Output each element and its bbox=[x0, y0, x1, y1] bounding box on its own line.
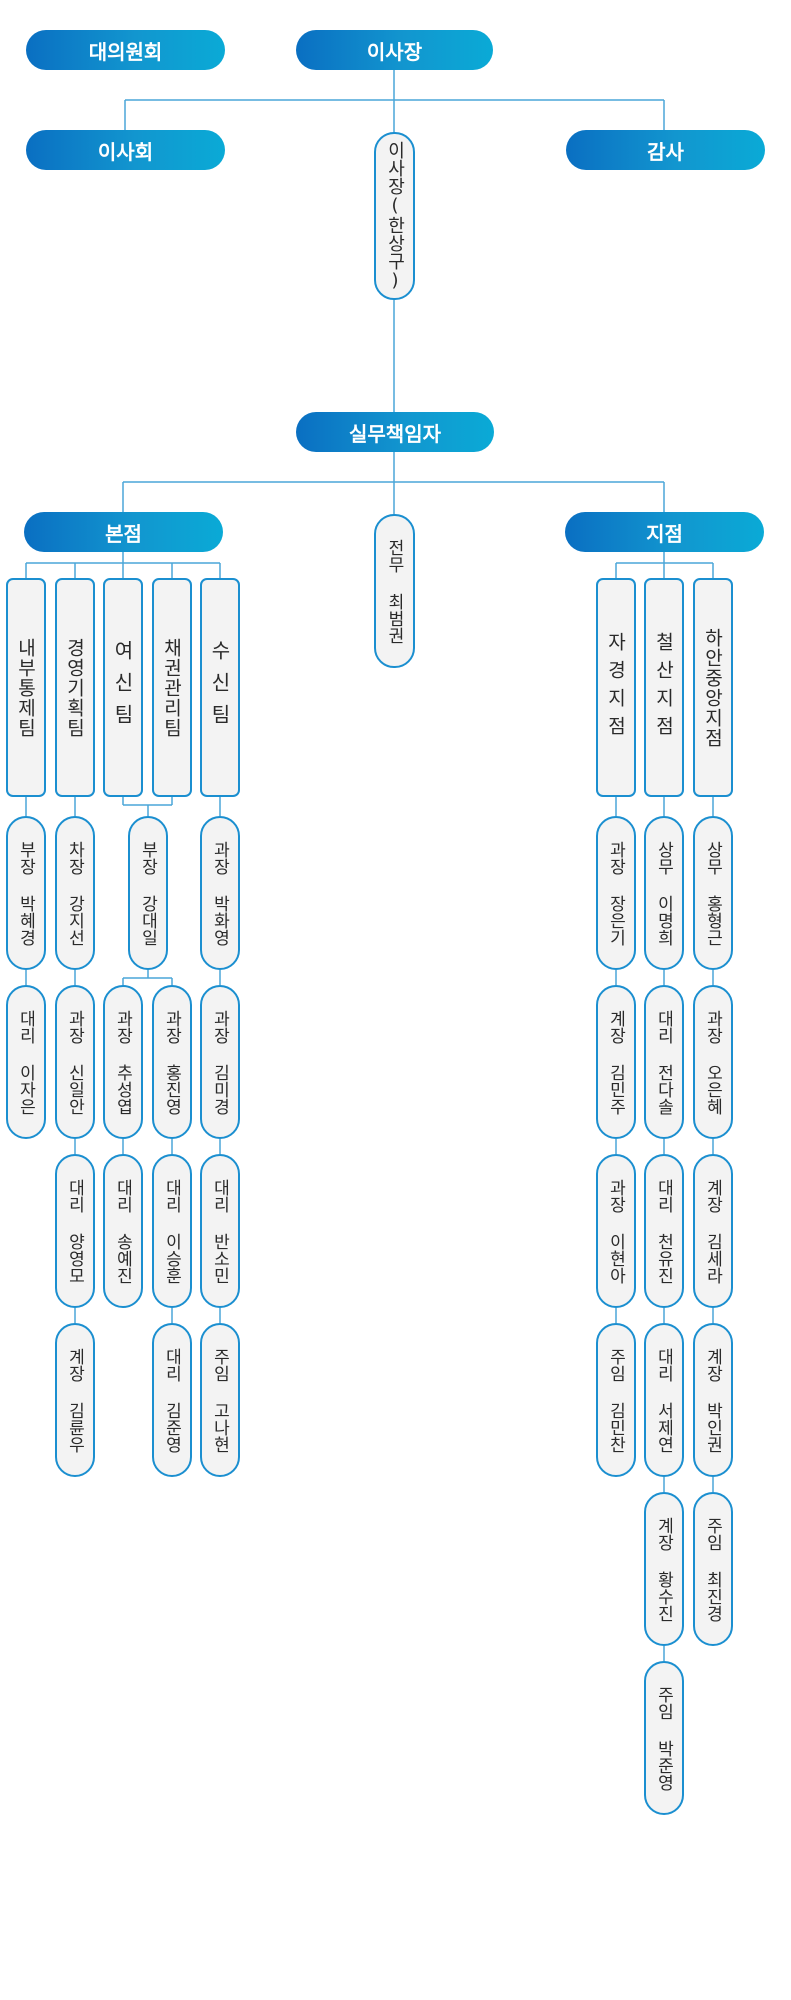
staff-box: 과장 추성엽 bbox=[103, 985, 143, 1139]
staff-name: 계장 김민주 bbox=[605, 1009, 626, 1115]
staff-name: 계장 박인권 bbox=[702, 1347, 723, 1453]
chair-person-node: 이사장(한상구) bbox=[374, 132, 415, 300]
staff-box: 계장 박인권 bbox=[693, 1323, 733, 1477]
staff-name: 과장 김미경 bbox=[209, 1009, 230, 1115]
director-node: 전무 최범권 bbox=[374, 514, 415, 668]
branch-haan: 하안중앙지점 bbox=[693, 578, 733, 797]
team-credit-label: 여신팀 bbox=[110, 639, 135, 736]
staff-box: 대리 양영모 bbox=[55, 1154, 95, 1308]
branch-cheolsan: 철산지점 bbox=[644, 578, 684, 797]
staff-name: 과장 오은혜 bbox=[702, 1009, 723, 1115]
staff-name: 상무 이명희 bbox=[653, 840, 674, 946]
staff-name: 차장 강지선 bbox=[64, 840, 85, 946]
audit-node: 감사 bbox=[566, 130, 765, 170]
staff-name: 주임 고나현 bbox=[209, 1347, 230, 1453]
staff-name: 대리 이승훈 bbox=[161, 1178, 182, 1284]
staff-name: 상무 홍형근 bbox=[702, 840, 723, 946]
branch-label: 지점 bbox=[646, 521, 683, 546]
branch-node: 지점 bbox=[565, 512, 764, 552]
staff-box: 과장 장은기 bbox=[596, 816, 636, 970]
branch-jagyeong: 자경지점 bbox=[596, 578, 636, 797]
staff-box: 대리 서제연 bbox=[644, 1323, 684, 1477]
main-branch-label: 본점 bbox=[105, 521, 142, 546]
staff-name: 주임 최진경 bbox=[702, 1516, 723, 1622]
exec-officer-label: 실무책임자 bbox=[349, 421, 441, 446]
council-node: 대의원회 bbox=[26, 30, 225, 70]
staff-name: 대리 송예진 bbox=[112, 1178, 133, 1284]
staff-box: 과장 홍진영 bbox=[152, 985, 192, 1139]
staff-name: 주임 김민찬 bbox=[605, 1347, 626, 1453]
board-node: 이사회 bbox=[26, 130, 225, 170]
staff-name: 부장 박혜경 bbox=[15, 840, 36, 946]
staff-name: 대리 양영모 bbox=[64, 1178, 85, 1284]
staff-box: 계장 황수진 bbox=[644, 1492, 684, 1646]
staff-box: 주임 박준영 bbox=[644, 1661, 684, 1815]
board-label: 이사회 bbox=[97, 139, 154, 164]
staff-box: 상무 홍형근 bbox=[693, 816, 733, 970]
team-planning: 경영기획팀 bbox=[55, 578, 95, 797]
branch-jagyeong-label: 자경지점 bbox=[604, 631, 627, 744]
staff-name: 대리 서제연 bbox=[653, 1347, 674, 1453]
staff-box: 계장 김세라 bbox=[693, 1154, 733, 1308]
audit-label: 감사 bbox=[647, 139, 684, 164]
staff-name: 대리 김준영 bbox=[161, 1347, 182, 1453]
chairman-label: 이사장 bbox=[366, 39, 423, 64]
chairman-node: 이사장 bbox=[296, 30, 493, 70]
staff-box: 부장 박혜경 bbox=[6, 816, 46, 970]
staff-name: 대리 천유진 bbox=[653, 1178, 674, 1284]
team-credit: 여신팀 bbox=[103, 578, 143, 797]
branch-haan-label: 하안중앙지점 bbox=[701, 627, 724, 748]
staff-name: 계장 김륜우 bbox=[64, 1347, 85, 1453]
staff-box: 대리 송예진 bbox=[103, 1154, 143, 1308]
director-label: 전무 최범권 bbox=[384, 538, 404, 644]
staff-name: 과장 박화영 bbox=[209, 840, 230, 946]
staff-name: 대리 전다솔 bbox=[653, 1009, 674, 1115]
council-label: 대의원회 bbox=[88, 39, 163, 64]
staff-box: 대리 천유진 bbox=[644, 1154, 684, 1308]
staff-name: 주임 박준영 bbox=[653, 1685, 674, 1791]
team-deposit: 수신팀 bbox=[200, 578, 240, 797]
staff-box: 과장 박화영 bbox=[200, 816, 240, 970]
staff-name: 부장 강대일 bbox=[137, 840, 158, 946]
staff-name: 과장 장은기 bbox=[605, 840, 626, 946]
staff-name: 과장 이현아 bbox=[605, 1178, 626, 1284]
team-planning-label: 경영기획팀 bbox=[63, 637, 86, 738]
staff-box: 주임 김민찬 bbox=[596, 1323, 636, 1477]
staff-box: 대리 전다솔 bbox=[644, 985, 684, 1139]
staff-box: 과장 이현아 bbox=[596, 1154, 636, 1308]
team-deposit-label: 수신팀 bbox=[207, 639, 232, 736]
team-collection-label: 채권관리팀 bbox=[160, 637, 183, 738]
staff-box: 과장 김미경 bbox=[200, 985, 240, 1139]
team-collection: 채권관리팀 bbox=[152, 578, 192, 797]
branch-cheolsan-label: 철산지점 bbox=[652, 631, 675, 744]
staff-box: 과장 오은혜 bbox=[693, 985, 733, 1139]
staff-name: 과장 홍진영 bbox=[161, 1009, 182, 1115]
staff-box: 계장 김륜우 bbox=[55, 1323, 95, 1477]
staff-box: 대리 김준영 bbox=[152, 1323, 192, 1477]
staff-box: 주임 고나현 bbox=[200, 1323, 240, 1477]
staff-box: 과장 신일안 bbox=[55, 985, 95, 1139]
chair-person-label: 이사장(한상구) bbox=[384, 141, 406, 291]
team-internal-control-label: 내부통제팀 bbox=[14, 637, 37, 738]
staff-box: 계장 김민주 bbox=[596, 985, 636, 1139]
staff-box: 대리 이승훈 bbox=[152, 1154, 192, 1308]
staff-name: 대리 반소민 bbox=[209, 1178, 230, 1284]
staff-box: 상무 이명희 bbox=[644, 816, 684, 970]
staff-name: 과장 신일안 bbox=[64, 1009, 85, 1115]
staff-box: 주임 최진경 bbox=[693, 1492, 733, 1646]
staff-name: 과장 추성엽 bbox=[112, 1009, 133, 1115]
staff-name: 대리 이자은 bbox=[15, 1009, 36, 1115]
exec-officer-node: 실무책임자 bbox=[296, 412, 494, 452]
staff-box: 차장 강지선 bbox=[55, 816, 95, 970]
main-branch-node: 본점 bbox=[24, 512, 223, 552]
staff-box: 부장 강대일 bbox=[128, 816, 168, 970]
staff-box: 대리 반소민 bbox=[200, 1154, 240, 1308]
staff-box: 대리 이자은 bbox=[6, 985, 46, 1139]
team-internal-control: 내부통제팀 bbox=[6, 578, 46, 797]
staff-name: 계장 황수진 bbox=[653, 1516, 674, 1622]
staff-name: 계장 김세라 bbox=[702, 1178, 723, 1284]
